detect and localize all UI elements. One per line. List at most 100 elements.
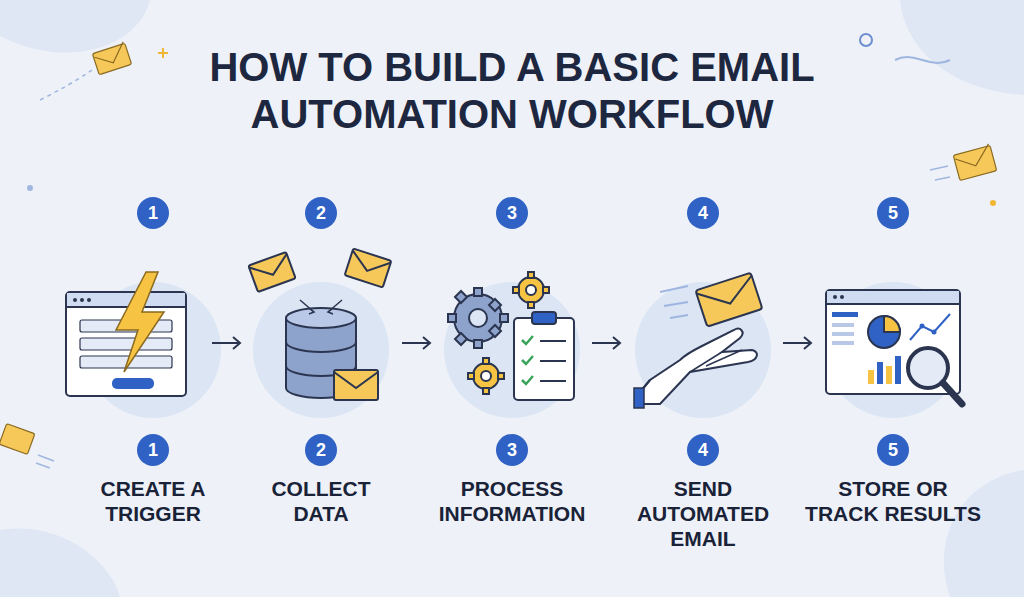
process-icon-part bbox=[473, 363, 499, 389]
results-icon-part bbox=[868, 370, 874, 384]
results-icon-part bbox=[833, 295, 837, 299]
results-icon-part bbox=[832, 332, 854, 336]
results-icon-part bbox=[826, 303, 960, 305]
process-icon-part bbox=[514, 318, 574, 400]
background-part bbox=[36, 455, 54, 468]
results-icon bbox=[826, 290, 962, 404]
background-part bbox=[900, 0, 1024, 95]
step-number: 4 bbox=[687, 434, 719, 466]
results-icon-part bbox=[884, 316, 900, 332]
trigger-icon bbox=[66, 272, 186, 396]
diagram-title: HOW TO BUILD A BASIC EMAIL AUTOMATION WO… bbox=[177, 44, 847, 138]
step-number: 3 bbox=[496, 197, 528, 229]
step-number: 5 bbox=[877, 434, 909, 466]
results-icon-part bbox=[832, 323, 854, 327]
database-icon-part bbox=[286, 308, 356, 328]
process-icon-part bbox=[513, 272, 549, 308]
process-icon-part bbox=[468, 358, 504, 394]
results-icon-part bbox=[932, 330, 937, 335]
background-part bbox=[0, 0, 150, 53]
step-number-node: 5 bbox=[873, 197, 913, 229]
database-icon-part bbox=[249, 254, 292, 282]
step-number-node: 1 bbox=[133, 197, 173, 229]
step-number: 3 bbox=[496, 434, 528, 466]
results-icon-part bbox=[832, 312, 858, 317]
background-part bbox=[953, 146, 996, 181]
step-number: 5 bbox=[877, 197, 909, 229]
step-label-node: 2COLLECT DATA bbox=[246, 434, 396, 526]
background-part bbox=[93, 42, 129, 68]
icon-backdrops bbox=[85, 282, 961, 418]
step-label-node: 3PROCESS INFORMATION bbox=[426, 434, 598, 526]
database-icon bbox=[248, 249, 391, 400]
results-icon-part bbox=[910, 314, 950, 340]
process-icon-part bbox=[526, 285, 536, 295]
step-number-node: 4 bbox=[683, 197, 723, 229]
results-icon-part bbox=[943, 383, 962, 404]
process-icon-part bbox=[481, 371, 491, 381]
trigger-icon-part bbox=[66, 306, 186, 308]
process-icon-part bbox=[532, 312, 556, 324]
trigger-icon-part bbox=[112, 378, 154, 389]
deco-envelope bbox=[40, 42, 132, 100]
flow-arrows-part bbox=[402, 337, 430, 349]
step-number: 2 bbox=[305, 434, 337, 466]
send-icon bbox=[634, 273, 762, 408]
step-label: STORE OR TRACK RESULTS bbox=[800, 476, 986, 526]
results-icon-part bbox=[826, 290, 960, 394]
step-label: COLLECT DATA bbox=[246, 476, 396, 526]
trigger-icon-part bbox=[116, 272, 164, 372]
process-icon-part bbox=[448, 288, 508, 348]
flow-arrows-part bbox=[212, 337, 240, 349]
deco-envelope bbox=[930, 144, 997, 181]
process-icon-part bbox=[540, 341, 566, 381]
deco-envelope bbox=[0, 424, 54, 468]
database-icon-part bbox=[334, 370, 378, 400]
step-number: 1 bbox=[137, 197, 169, 229]
background-part bbox=[40, 70, 92, 100]
icon-backdrops-part bbox=[253, 282, 389, 418]
step-label-node: 4SEND AUTOMATED EMAIL bbox=[628, 434, 778, 552]
process-icon-part bbox=[468, 358, 504, 394]
step-number-node: 3 bbox=[492, 197, 532, 229]
database-icon-part bbox=[248, 252, 295, 292]
step-label: PROCESS INFORMATION bbox=[426, 476, 598, 526]
results-icon-part bbox=[877, 362, 883, 384]
database-icon-part bbox=[345, 249, 392, 288]
send-icon-part bbox=[660, 286, 688, 318]
trigger-icon-part bbox=[80, 338, 172, 350]
database-icon-part bbox=[286, 342, 356, 352]
trigger-icon-part bbox=[73, 298, 77, 302]
results-icon-part bbox=[832, 341, 854, 345]
trigger-icon-part bbox=[66, 292, 186, 396]
background-part bbox=[954, 144, 993, 171]
background-part bbox=[860, 34, 872, 46]
icon-backdrops-part bbox=[444, 282, 580, 418]
step-number: 4 bbox=[687, 197, 719, 229]
send-icon-part bbox=[695, 273, 762, 327]
process-icon-part bbox=[518, 277, 544, 303]
step-number: 2 bbox=[305, 197, 337, 229]
process-icon-part bbox=[522, 336, 533, 344]
step-number-node: 2 bbox=[301, 197, 341, 229]
process-icon-part bbox=[522, 356, 533, 364]
process-icon bbox=[448, 272, 574, 400]
background-part bbox=[990, 200, 996, 206]
database-icon-part bbox=[334, 372, 378, 388]
database-icon-part bbox=[348, 250, 391, 277]
background-part bbox=[27, 185, 33, 191]
results-icon-part bbox=[868, 316, 900, 348]
database-icon-part bbox=[309, 309, 333, 314]
results-icon-part bbox=[827, 291, 959, 303]
send-icon-part bbox=[690, 350, 742, 372]
send-icon-part bbox=[695, 273, 762, 327]
background-part bbox=[158, 48, 168, 58]
background-part bbox=[944, 470, 1024, 597]
step-label: CREATE A TRIGGER bbox=[78, 476, 228, 526]
trigger-icon-part bbox=[80, 298, 84, 302]
database-icon-part bbox=[300, 300, 342, 312]
flow-arrows-part bbox=[592, 337, 620, 349]
step-number: 1 bbox=[137, 434, 169, 466]
